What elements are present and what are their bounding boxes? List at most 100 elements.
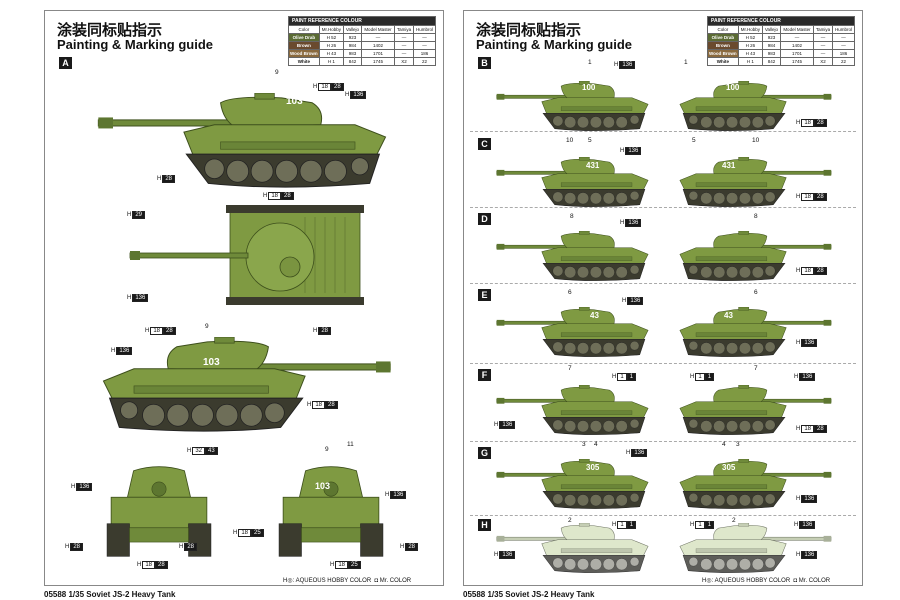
callout-number: 2 bbox=[568, 517, 572, 524]
callout-number: 10 bbox=[566, 137, 574, 144]
tank-side-view bbox=[496, 231, 649, 281]
footer-right: 05588 1/35 Soviet JS-2 Heavy Tank bbox=[463, 590, 595, 599]
turret-number: 103 bbox=[203, 357, 220, 368]
right-page: 涂装同标贴指示 Painting & Marking guide PAINT R… bbox=[463, 10, 863, 586]
callout-number: 1 bbox=[684, 59, 688, 66]
callout-number: 4 bbox=[722, 441, 726, 448]
turret-number: 305 bbox=[722, 463, 736, 472]
turret-number: 431 bbox=[586, 161, 600, 170]
turret-number: 43 bbox=[590, 311, 599, 320]
callout-number: 4 bbox=[594, 441, 598, 448]
tank-side-view-reverse bbox=[664, 459, 844, 517]
page-title: Painting & Marking guide bbox=[476, 37, 633, 52]
callout-number: 8 bbox=[570, 213, 574, 220]
section-tag-f: F bbox=[478, 369, 491, 381]
section-tag-b: B bbox=[478, 57, 491, 69]
callout-number: 9 bbox=[205, 323, 209, 330]
tank-side-view bbox=[496, 459, 649, 509]
callout-number: 3 bbox=[736, 441, 740, 448]
reference-header: PAINT REFERENCE COLOUR bbox=[288, 16, 436, 26]
col-mrhobby: Mr.Hobby bbox=[318, 25, 345, 34]
legend: H◎: AQUEOUS HOBBY COLOR ◘ Mr. COLOR bbox=[702, 578, 831, 584]
tank-side-view-reverse bbox=[664, 385, 844, 443]
tank-side-view-reverse bbox=[664, 307, 844, 365]
callout-number: 5 bbox=[588, 137, 592, 144]
tank-rear-view bbox=[278, 466, 384, 557]
section-tag-e: E bbox=[478, 289, 491, 301]
col-modelmaster: Model Master bbox=[360, 25, 396, 34]
section-tag-d: D bbox=[478, 213, 491, 225]
col-color: Color bbox=[288, 25, 320, 34]
tank-top-view bbox=[129, 205, 365, 305]
tank-side-view bbox=[496, 307, 649, 357]
callout-number: 9 bbox=[325, 446, 329, 453]
section-tag-c: C bbox=[478, 138, 491, 150]
turret-number: 103 bbox=[315, 481, 331, 491]
callout-number: 10 bbox=[752, 137, 760, 144]
col-humbrol: Humbrol bbox=[412, 25, 437, 34]
turret-number: 100 bbox=[582, 83, 596, 92]
turret-number: 305 bbox=[586, 463, 600, 472]
callout-number: 7 bbox=[754, 365, 758, 372]
turret-number: 103 bbox=[286, 96, 303, 107]
callout-number: 3 bbox=[582, 441, 586, 448]
callout-number: 11 bbox=[347, 441, 354, 448]
legend: H◎: AQUEOUS HOBBY COLOR ◘ Mr. COLOR bbox=[283, 578, 412, 584]
section-tag-h: H bbox=[478, 519, 491, 531]
tank-side-view bbox=[496, 385, 649, 435]
callout-number: 6 bbox=[568, 289, 572, 296]
callout-number: 6 bbox=[754, 289, 758, 296]
callout-number: 5 bbox=[692, 137, 696, 144]
section-tag-g: G bbox=[478, 447, 491, 459]
footer-left: 05588 1/35 Soviet JS-2 Heavy Tank bbox=[44, 590, 176, 599]
callout-number: 7 bbox=[568, 365, 572, 372]
mr-color-icon: ◘ bbox=[793, 578, 798, 584]
section-tag-a: A bbox=[59, 57, 72, 69]
col-vallejo: Vallejo bbox=[343, 25, 362, 34]
tank-side-view-reverse bbox=[664, 231, 844, 289]
mr-color-icon: ◘ bbox=[374, 578, 379, 584]
turret-number: 43 bbox=[724, 311, 733, 320]
